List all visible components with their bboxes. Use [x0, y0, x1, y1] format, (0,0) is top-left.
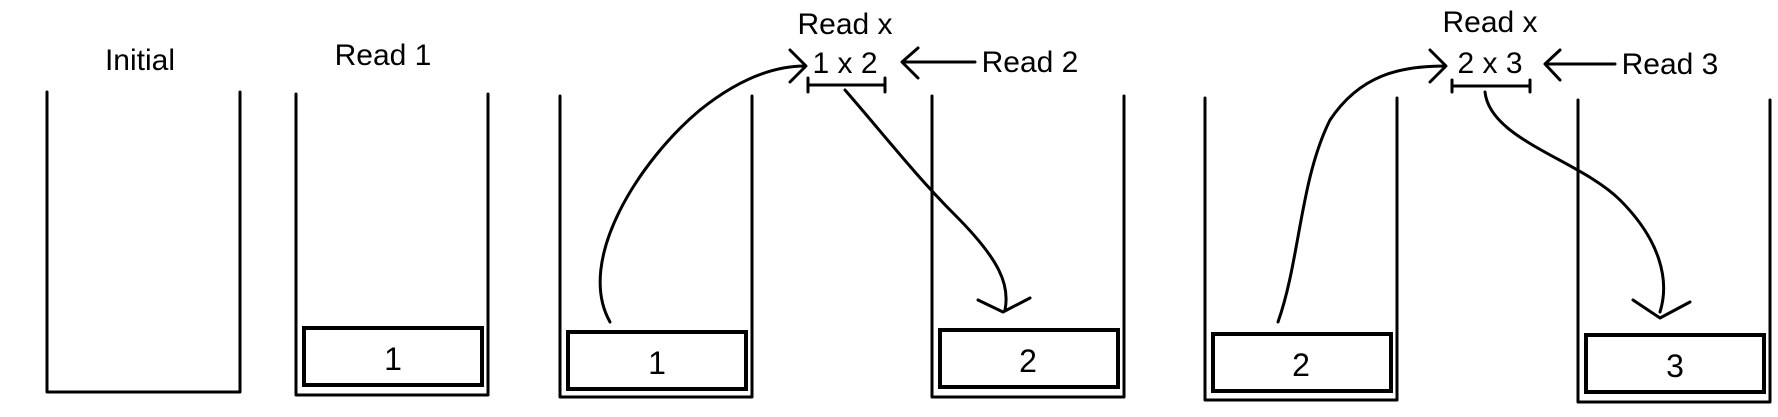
op1-push-arrow: [843, 88, 1032, 314]
stack-item-value-2: 1: [648, 345, 666, 381]
stack-item-value-5: 3: [1666, 348, 1684, 384]
stack-container-1: [294, 92, 490, 397]
op2-input-label: Read 3: [1622, 48, 1719, 81]
stack-container-5: [1576, 98, 1772, 404]
op1-pop-arrow: [598, 48, 808, 324]
stack-item-value-4: 2: [1292, 347, 1310, 383]
stack-container-2: [558, 94, 754, 399]
stack-item-box-1: [302, 326, 484, 387]
op2-expression: 2 x 3: [1457, 47, 1522, 80]
stack-item-box-2: [566, 330, 748, 391]
stack-item-value-1: 1: [384, 341, 402, 377]
op1-expression: 1 x 2: [812, 47, 877, 80]
stack-item-box-4: [1211, 332, 1393, 393]
stack-container-0: [45, 90, 242, 394]
stack-container-4: [1203, 96, 1399, 402]
op2-operand-bracket: [1450, 78, 1532, 94]
op1-input-arrow: [900, 46, 977, 80]
op1-operand-bracket: [806, 76, 887, 94]
op2-input-arrow: [1543, 48, 1617, 82]
op2-pop-arrow: [1276, 48, 1448, 324]
op1-input-label: Read 2: [982, 46, 1079, 79]
op2-push-arrow: [1483, 90, 1692, 320]
stack-item-box-5: [1584, 333, 1766, 394]
stack-item-box-3: [938, 328, 1120, 389]
stack-label-read-1: Read 1: [335, 39, 432, 72]
stack-item-value-3: 2: [1019, 343, 1037, 379]
op1-read-x-label: Read x: [797, 8, 892, 41]
stack-label-initial: Initial: [105, 44, 175, 77]
op2-read-x-label: Read x: [1442, 6, 1537, 39]
stack-container-3: [930, 94, 1126, 399]
